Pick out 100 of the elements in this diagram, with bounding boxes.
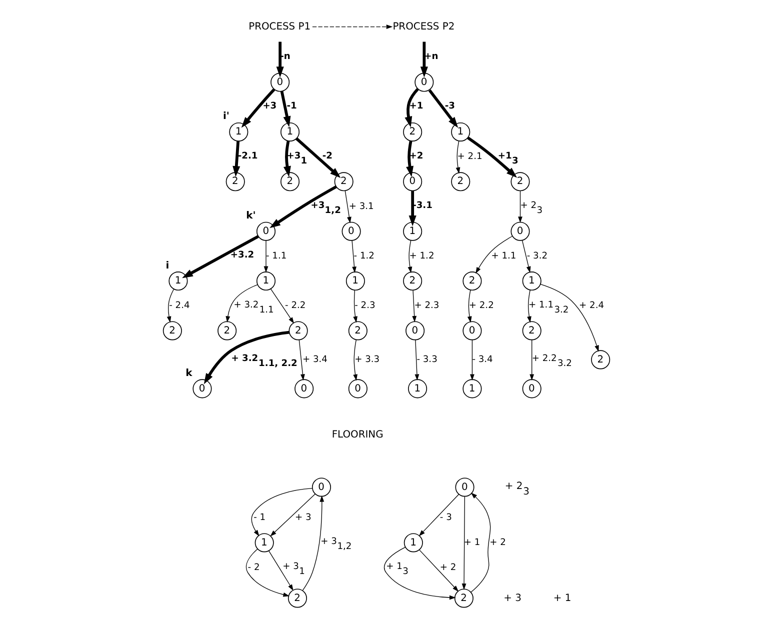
edge-label: - 1.1 xyxy=(266,252,286,262)
edge-label: -3.1 xyxy=(412,200,432,211)
node-circle: 0 xyxy=(454,478,474,497)
arrow xyxy=(466,136,517,178)
node-circle: 2 xyxy=(510,172,530,192)
node-circle: 2 xyxy=(225,172,244,192)
arrow xyxy=(470,340,474,381)
node-circle: 0 xyxy=(348,379,367,398)
node-circle: 1 xyxy=(402,222,422,241)
arrow xyxy=(408,190,416,226)
edge-label: + 2 xyxy=(489,538,506,548)
arrow xyxy=(351,240,356,273)
arrow xyxy=(182,235,258,278)
node-circle: 2 xyxy=(462,272,482,291)
edge-label: - 1.2 xyxy=(353,252,374,262)
label: + 1 xyxy=(552,592,571,604)
node-circle: 2 xyxy=(590,350,610,370)
node-circle: 1 xyxy=(280,122,300,142)
arrow xyxy=(344,190,351,224)
arrow xyxy=(282,140,290,178)
arrow xyxy=(312,24,392,29)
node-circle: 0 xyxy=(405,321,424,340)
edge-label: +1 xyxy=(408,102,423,112)
node-circle: 0 xyxy=(414,72,434,92)
edge-label: + 2 xyxy=(439,562,456,573)
arrow xyxy=(404,88,418,128)
node-circle: 0 xyxy=(192,379,212,398)
node-circle: 2 xyxy=(287,588,306,608)
arrow xyxy=(240,88,275,128)
node-circle: 0 xyxy=(256,222,276,241)
edge-label: + 2.4 xyxy=(578,301,604,312)
node-circle: 0 xyxy=(522,379,541,398)
edge-label: + 1.2 xyxy=(408,252,434,262)
node-circle: 0 xyxy=(270,72,290,92)
arrow xyxy=(298,340,304,381)
edge-label: - 1 xyxy=(253,513,266,524)
node-circle: 1 xyxy=(345,272,364,291)
node-circle: 1 xyxy=(228,122,248,142)
node-circle: 0 xyxy=(341,222,360,241)
edge-label: + 2.3 xyxy=(414,301,439,312)
edge-label: - 3 xyxy=(439,513,452,524)
edge-label: - 2.2 xyxy=(284,301,306,312)
arrow xyxy=(269,185,336,228)
arrow xyxy=(540,284,598,352)
edge-label: -2 xyxy=(322,151,332,162)
edge-label: - 3.4 xyxy=(472,355,492,366)
arrow xyxy=(418,494,459,536)
arrow xyxy=(263,240,268,273)
edge-label: +2 xyxy=(408,151,423,162)
node-circle: 2 xyxy=(402,272,422,291)
edge-label: +n xyxy=(424,52,438,62)
edge-label: -2.1 xyxy=(237,151,258,162)
arrow xyxy=(518,190,522,223)
arrow xyxy=(383,546,456,600)
edge-label: + 2.2 xyxy=(468,301,494,312)
arrow xyxy=(268,550,293,591)
node-circle: 1 xyxy=(450,122,470,142)
node-circle: 0 xyxy=(402,172,422,192)
node-circle: 1 xyxy=(408,379,427,398)
label: + 3 xyxy=(503,592,521,604)
node-circle: 2 xyxy=(334,172,353,192)
arrow xyxy=(521,240,530,273)
node-circle: 2 xyxy=(522,321,541,340)
edge-label: - 2 xyxy=(247,562,260,573)
edge-label: + 1.1 xyxy=(490,252,516,262)
node-circle: 0 xyxy=(462,321,482,340)
node-circle: 2 xyxy=(402,122,422,142)
edge-label: + 1 xyxy=(463,538,480,548)
edge-label: +3 xyxy=(262,102,276,112)
arrow xyxy=(428,89,458,128)
arrow xyxy=(294,137,340,178)
edge-label: +3.2 xyxy=(230,250,254,261)
node-circle: 1 xyxy=(403,533,422,552)
arrow xyxy=(455,140,460,174)
node-circle: 1 xyxy=(256,272,276,291)
node-label: k' xyxy=(246,210,256,222)
node-circle: 2 xyxy=(162,321,182,340)
edge-label: + 2.1 xyxy=(456,152,482,162)
node-circle: 2 xyxy=(288,321,308,340)
node-text: PROCESS P1 xyxy=(248,21,310,32)
node-circle: 1 xyxy=(168,272,188,291)
edge-label: -1 xyxy=(286,102,296,112)
node-circle: 1 xyxy=(462,379,482,398)
edge-label: + 3.3 xyxy=(354,355,380,366)
arrow xyxy=(270,288,294,324)
arrow xyxy=(461,496,466,590)
label: FLOORING xyxy=(331,430,383,441)
node-circle: 1 xyxy=(254,533,274,552)
arrow xyxy=(412,290,416,322)
edge-label: + 3 xyxy=(294,513,311,524)
edge-label: + 3.1 xyxy=(348,202,374,212)
arrow xyxy=(250,488,312,536)
node-label: i xyxy=(165,260,169,272)
node-circle: 0 xyxy=(510,222,530,241)
arrow xyxy=(406,140,413,178)
arrow xyxy=(470,492,490,592)
arrow xyxy=(418,550,458,592)
arrow xyxy=(475,236,512,274)
edge-label: - 3.3 xyxy=(416,355,437,366)
arrow xyxy=(407,240,412,274)
